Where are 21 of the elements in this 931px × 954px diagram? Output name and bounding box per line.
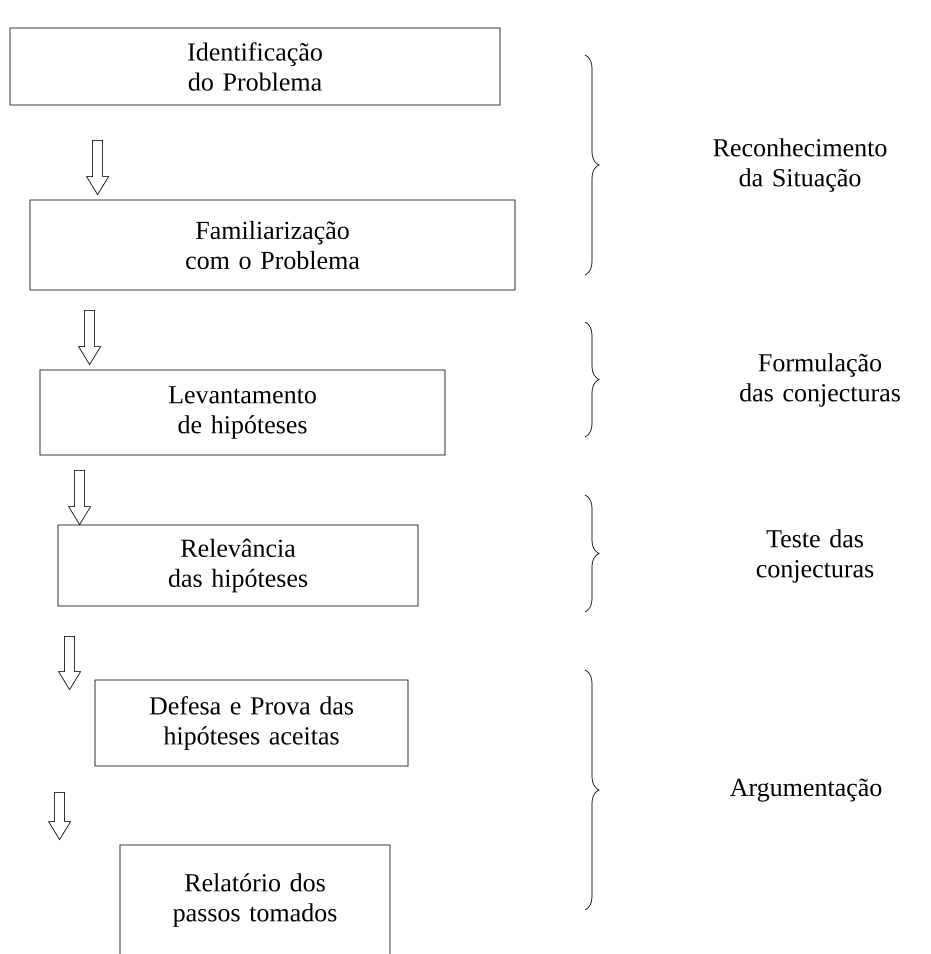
- node-label: Familiarização com o Problema: [186, 220, 360, 270]
- hollow-arrow: [58, 636, 82, 690]
- phase-label: Argumentação: [730, 778, 882, 802]
- process-box: [40, 370, 446, 456]
- process-box: [94, 680, 408, 766]
- hollow-arrow: [68, 470, 92, 526]
- node-label: Identificação do Problema: [188, 42, 322, 91]
- node-label: Relatório dos passos tomados: [173, 873, 336, 927]
- node-label: Defesa e Prova das hipóteses aceitas: [150, 696, 354, 750]
- process-box: [120, 844, 390, 954]
- phase-label: Teste das conjecturas: [756, 529, 874, 583]
- hollow-arrow: [48, 792, 72, 840]
- phase-label: Reconhecimento da Situação: [713, 138, 886, 192]
- hollow-arrow: [86, 140, 110, 196]
- node-label: Relevância das hipóteses: [168, 538, 308, 592]
- process-box: [10, 28, 500, 106]
- process-box: [58, 524, 418, 606]
- phase-label: Formulação das conjecturas: [740, 353, 900, 407]
- hollow-arrow: [78, 310, 102, 366]
- node-label: Levantamento de hipóteses: [168, 386, 316, 439]
- process-box: [30, 200, 516, 290]
